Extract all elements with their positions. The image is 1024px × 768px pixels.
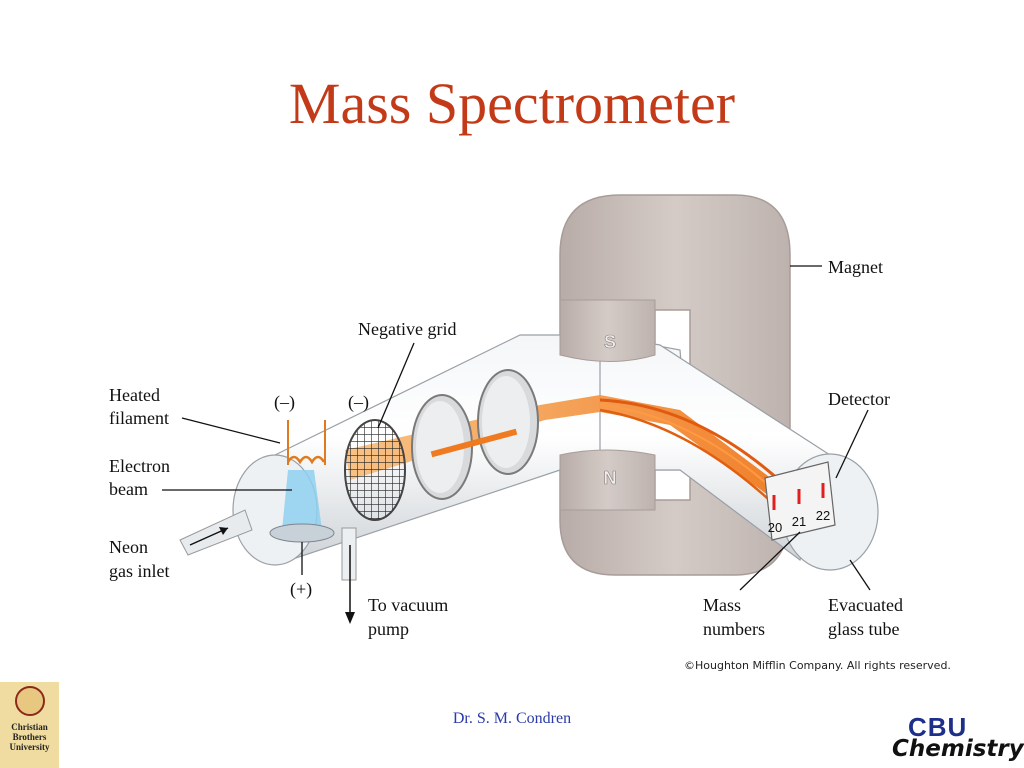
ion-beam <box>345 395 792 509</box>
mass-numbers-label-2: numbers <box>703 619 765 639</box>
cbu-logo-bottom: Chemistry <box>892 736 1024 762</box>
neon-gas-inlet <box>179 509 253 556</box>
university-seal-icon <box>14 686 45 716</box>
cbu-chemistry-logo: CBU Chemistry <box>890 712 1024 766</box>
electron-beam-label-1: Electron <box>109 456 170 476</box>
filament-charge-label: (–) <box>274 392 295 413</box>
accelerator-plates <box>411 369 539 500</box>
glass-tube-label-2: glass tube <box>828 619 900 639</box>
neon-gas-inlet-label-1: Neon <box>109 537 148 557</box>
heated-filament <box>286 420 326 465</box>
slide-title: Mass Spectrometer <box>288 71 736 136</box>
university-logo: Christian Brothers University <box>0 682 59 768</box>
university-name-line-3: University <box>9 742 50 752</box>
pole-south-label: S <box>604 332 616 352</box>
neon-gas-inlet-label-2: gas inlet <box>109 561 170 581</box>
magnet-label: Magnet <box>828 257 883 277</box>
grid-charge-label: (–) <box>348 392 369 413</box>
mass-numbers-label-1: Mass <box>703 595 741 615</box>
electron-beam-label-2: beam <box>109 479 148 499</box>
university-name-line-1: Christian <box>11 722 48 732</box>
negative-grid-label: Negative grid <box>358 319 456 339</box>
mass-number-22: 22 <box>816 508 830 523</box>
magnet-poles: S N <box>559 299 656 511</box>
detector: 20 21 22 <box>764 461 836 541</box>
vacuum-pump-label-2: pump <box>368 619 409 639</box>
heated-filament-label-1: Heated <box>109 385 160 405</box>
university-name-line-2: Brothers <box>12 732 47 742</box>
detector-label: Detector <box>828 389 890 409</box>
university-name: Christian Brothers University <box>0 722 59 752</box>
cbu-logo-top: CBU <box>908 712 968 742</box>
negative-grid <box>344 419 406 521</box>
copyright-notice: ©Houghton Mifflin Company. All rights re… <box>684 659 951 672</box>
pole-north-label: N <box>604 468 617 488</box>
vacuum-pump-outlet <box>341 527 357 624</box>
glass-tube-label-1: Evacuated <box>828 595 903 615</box>
mass-number-21: 21 <box>792 514 806 529</box>
leader-lines <box>162 265 871 591</box>
author-footer: Dr. S. M. Condren <box>452 710 572 727</box>
vacuum-pump-label-1: To vacuum <box>368 595 448 615</box>
plate-charge-label: (+) <box>290 579 312 600</box>
heated-filament-label-2: filament <box>109 408 169 428</box>
mass-number-20: 20 <box>768 520 782 535</box>
